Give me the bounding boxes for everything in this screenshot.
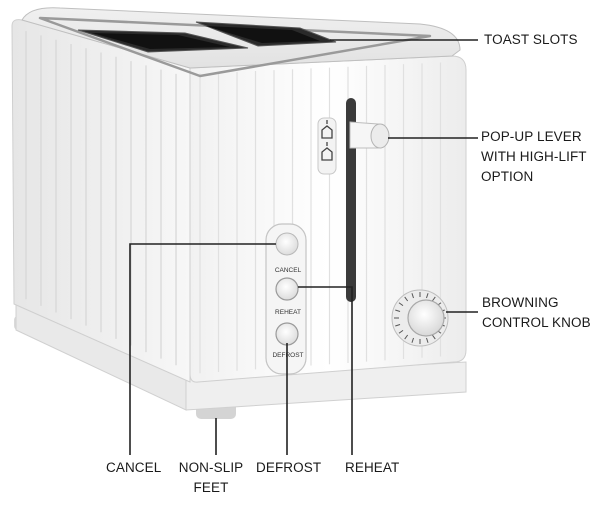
callout-feet-line-1: NON-SLIP (178, 460, 244, 475)
callout-popup-lever-line-1: POP-UP LEVER (481, 129, 582, 144)
callout-defrost: DEFROST (256, 458, 321, 478)
knob-tick (395, 309, 401, 312)
browning-knob (391, 289, 449, 347)
callout-browning-knob: BROWNING CONTROL KNOB (482, 293, 591, 333)
leader-reheat (298, 286, 353, 455)
high-lift-icons (317, 117, 337, 175)
callout-feet: NON-SLIP FEET (170, 458, 252, 498)
callout-reheat-line-1: REHEAT (345, 460, 400, 475)
callout-cancel-line-1: CANCEL (106, 460, 162, 475)
side-ribs (25, 31, 177, 366)
toast-slots (77, 21, 337, 53)
knob-tick (404, 334, 409, 340)
callout-reheat: REHEAT (345, 458, 399, 478)
panel-label-reheat: REHEAT (275, 309, 301, 316)
knob-tick (426, 337, 429, 343)
callout-toast-slots-line-1: TOAST SLOTS (484, 32, 578, 47)
callout-defrost-line-1: DEFROST (256, 460, 322, 475)
knob-tick (404, 296, 409, 302)
panel-label-defrost: DEFROST (272, 352, 303, 359)
knob-tick (431, 334, 436, 340)
knob-tick (398, 302, 404, 307)
callout-popup-lever: POP-UP LEVER WITH HIGH-LIFT OPTION (481, 127, 587, 187)
knob-tick (411, 293, 414, 299)
leader-cancel (129, 243, 276, 455)
control-panel (265, 223, 307, 375)
callout-popup-lever-line-3: OPTION (481, 169, 534, 184)
leader-lines (129, 39, 478, 455)
knob-tick (398, 329, 404, 334)
popup-lever (349, 121, 390, 149)
callout-popup-lever-line-2: WITH HIGH-LIFT (481, 149, 587, 164)
callout-browning-knob-line-1: BROWNING (482, 295, 559, 310)
callout-browning-knob-line-2: CONTROL KNOB (482, 315, 591, 330)
knob-tick (426, 293, 429, 299)
callout-toast-slots: TOAST SLOTS (484, 30, 578, 50)
knob-tick (395, 324, 401, 327)
panel-label-cancel: CANCEL (275, 267, 302, 274)
knob-tick (431, 296, 436, 302)
knob-tick (411, 337, 414, 343)
callout-feet-line-2: FEET (193, 480, 229, 495)
callout-cancel: CANCEL (106, 458, 161, 478)
lever-slot (346, 98, 356, 302)
front-ribs (199, 62, 442, 374)
